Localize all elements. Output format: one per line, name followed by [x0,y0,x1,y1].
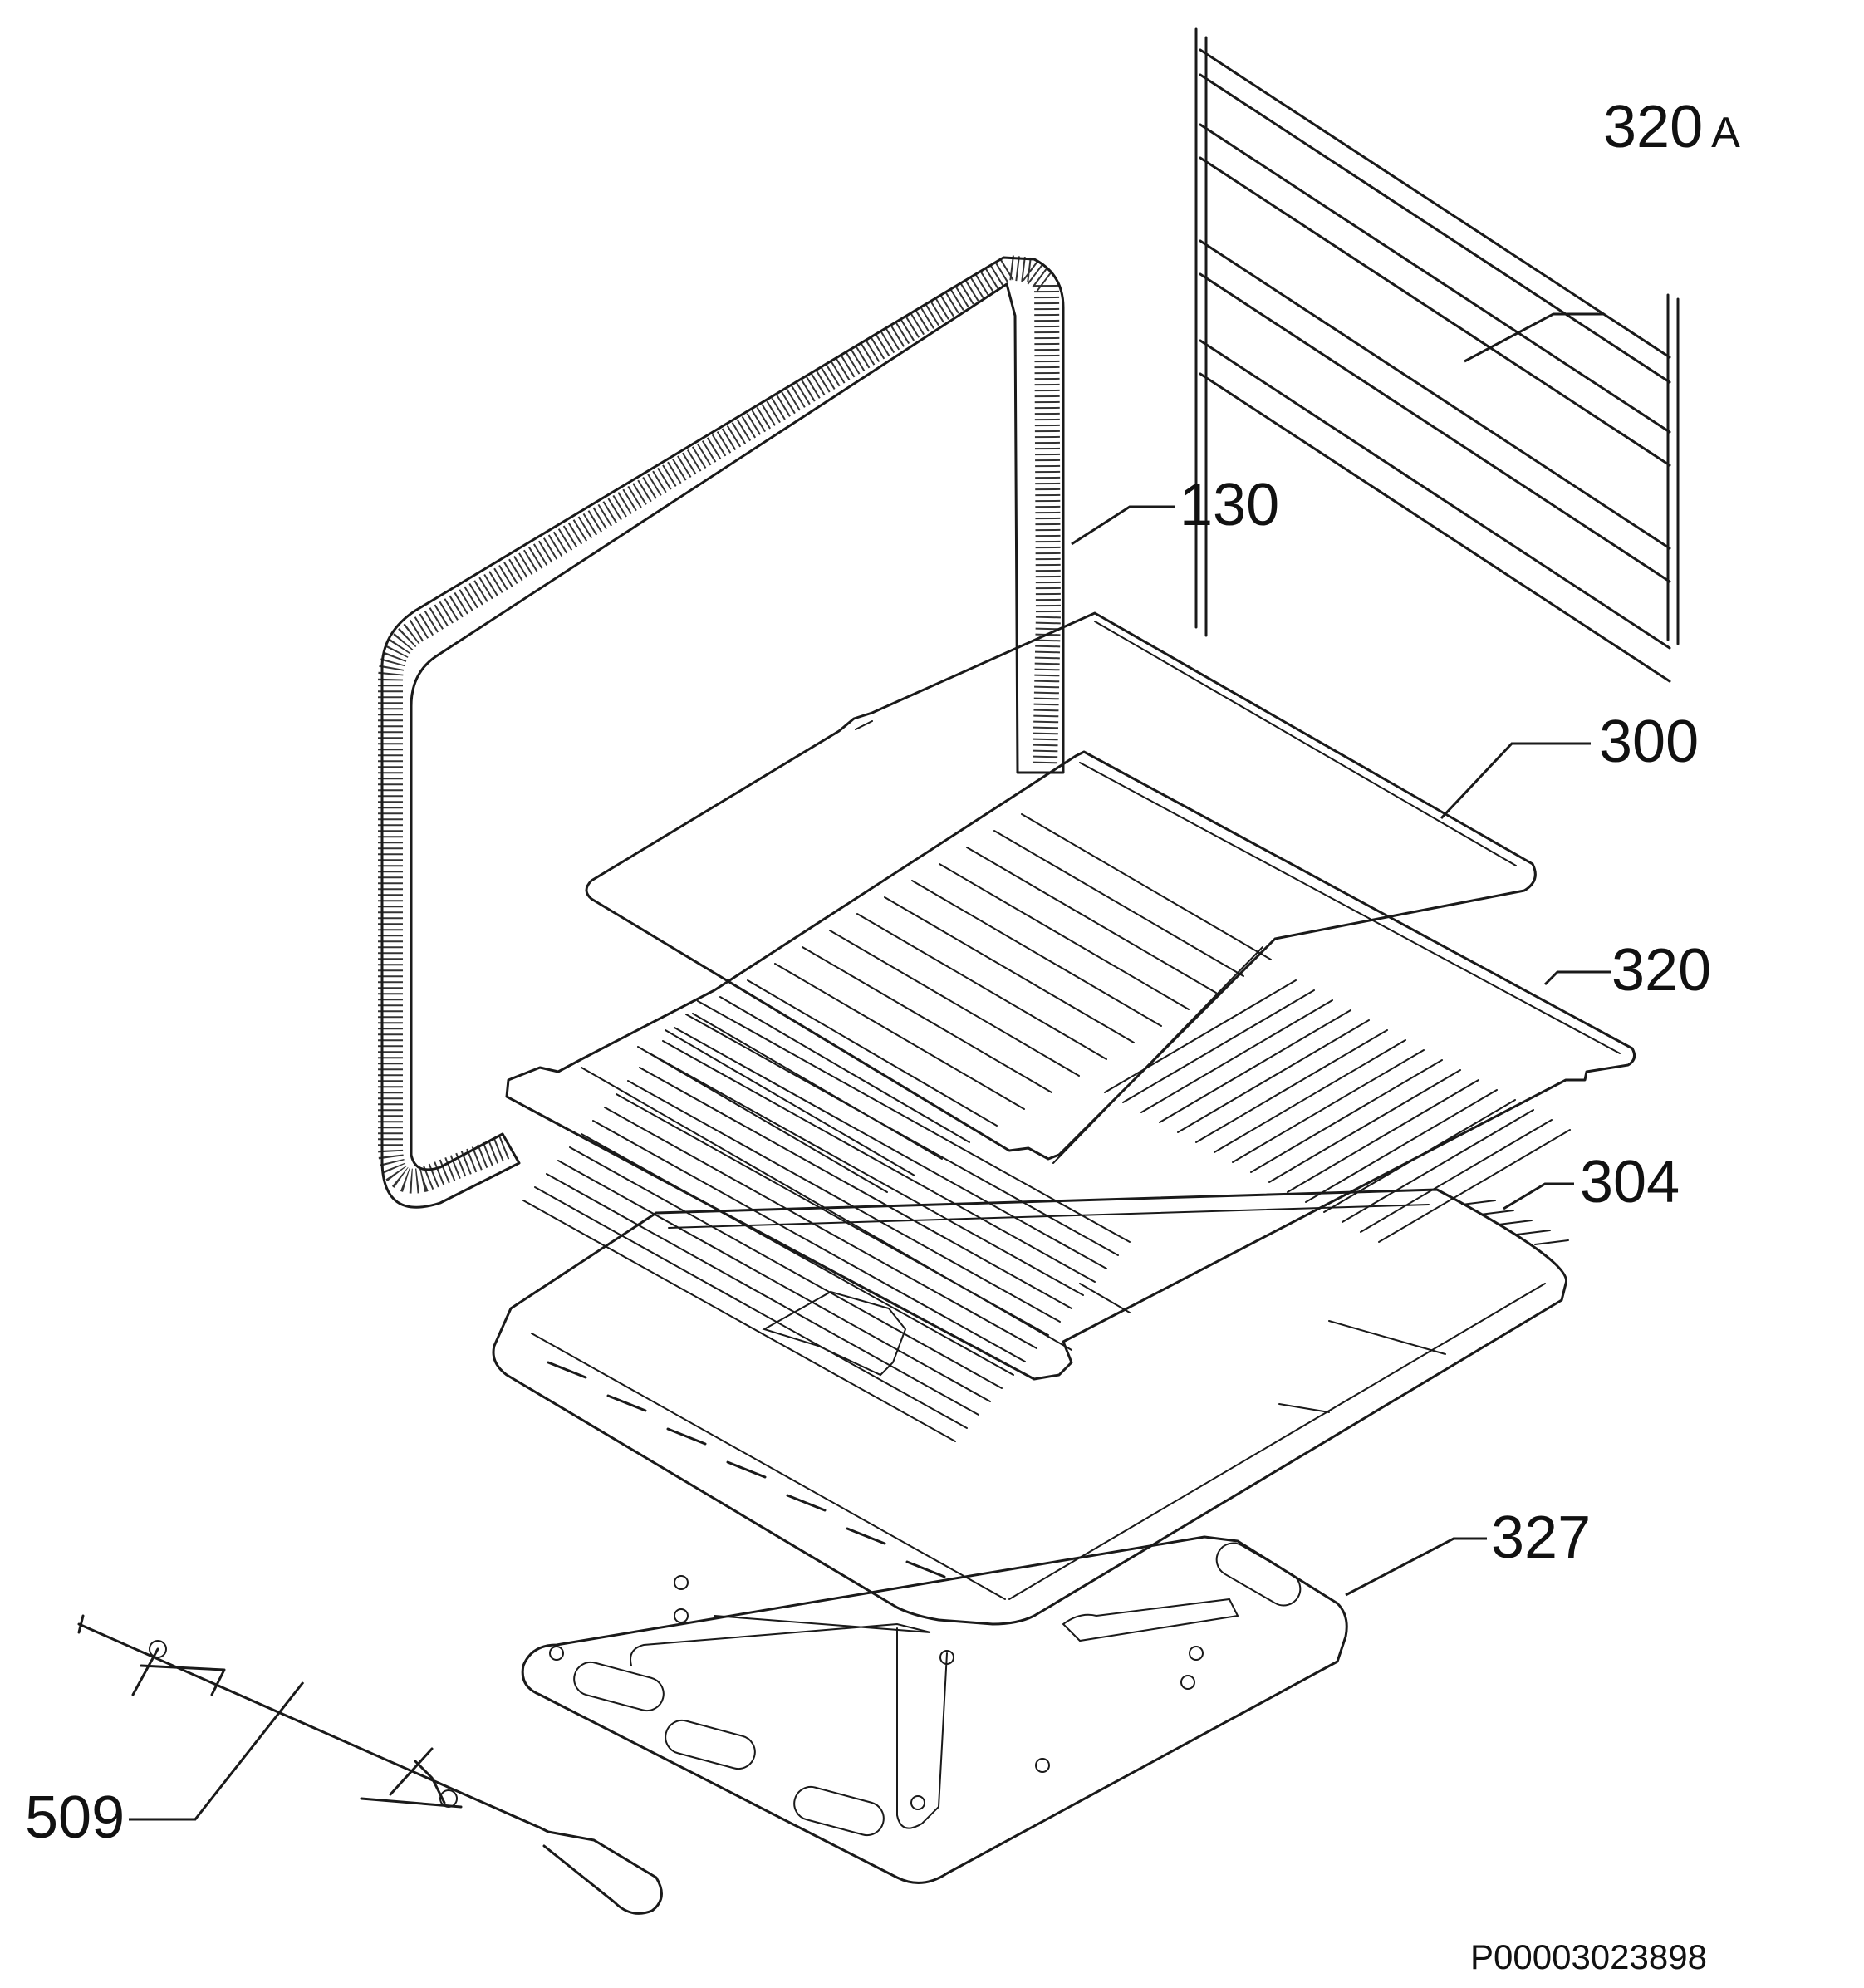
document-id: P00003023898 [1470,1937,1707,1976]
shelf-bar [1268,1069,1461,1183]
baking-tray-304 [492,1188,1569,1626]
shelf-bar [1195,1029,1388,1143]
shelf-bar [569,1146,1003,1389]
shelf-bar [802,946,1052,1093]
shelf-bar [650,1053,1084,1296]
vent-slot [1516,1230,1551,1235]
vent-slot [786,1494,827,1512]
shelf-bar [1159,1009,1351,1123]
rail-wire [1199,156,1671,467]
shelf-bar [1342,1109,1534,1223]
wire-shelf-320 [505,750,1636,1442]
shelf-bar [662,1040,1096,1283]
vent-slot [846,1527,886,1545]
shelf-bar [627,1080,1061,1323]
shelf-bar [966,847,1217,994]
shelf-bar [1323,1099,1516,1213]
rail-wire [1199,372,1671,683]
vent-slot [606,1394,647,1412]
shelf-bar [522,1200,956,1442]
shelf-bar [1104,979,1297,1093]
callout-304: 304 [1580,1149,1680,1215]
shelf-bar [616,1093,1049,1336]
shelf-bar [1378,1129,1571,1243]
rail-wire [1199,272,1671,583]
vent-slot [905,1560,946,1578]
shelf-bar [856,913,1107,1060]
wire-shelf-300 [585,611,1537,1193]
vent-slot [666,1427,707,1446]
shelf-bar [884,896,1135,1043]
leader-lines [129,312,1611,1821]
shelf-bar [639,1067,1072,1309]
shelf-bar [581,1133,1014,1376]
vent-slot [726,1460,767,1479]
vent-slot [1461,1200,1496,1205]
shelf-bar [1140,999,1333,1113]
shelf-bar [939,863,1190,1010]
rotisserie-spit-509 [77,1614,663,1915]
shelf-bar [674,1027,1107,1269]
shelf-bar [1021,813,1272,960]
callout-300: 300 [1599,709,1699,775]
vent-slot [1498,1220,1533,1225]
callout-320: 320 [1611,937,1711,1004]
rail-wire [1199,123,1671,434]
rail-wire [1199,239,1671,550]
callout-509: 509 [25,1784,125,1851]
shelf-bar [534,1186,968,1429]
shelf-bar [1360,1119,1553,1233]
vent-slot [1534,1239,1569,1245]
rail-wire [1199,339,1671,650]
rail-wire [1199,48,1671,359]
shelf-bar [911,880,1162,1027]
callout-130: 130 [1180,472,1279,538]
shelf-bar [1214,1039,1406,1153]
shelf-bar [1232,1049,1425,1163]
door-seal-130 [378,255,1065,1209]
side-rail-320A [1194,27,1680,683]
shelf-bar [592,1120,1026,1362]
shelf-bar [1177,1019,1370,1133]
shelf-bar [747,979,998,1127]
shelf-bar [719,996,970,1143]
shelf-bar [774,963,1025,1110]
shelf-bar [685,1014,1119,1256]
shelf-bar [557,1160,991,1402]
shelf-bar [604,1107,1037,1349]
vent-slot [547,1361,587,1379]
callout-327: 327 [1491,1504,1591,1571]
shelf-bar [1122,989,1315,1103]
shelf-bar [1287,1079,1479,1193]
shelf-bar [665,1029,915,1176]
shelf-bar [829,930,1080,1077]
shelf-bar [993,830,1244,977]
vent-slot [1479,1210,1514,1215]
shelf-bar [1305,1089,1498,1203]
base-plate-327 [521,1535,1348,1884]
rail-wire [1199,73,1671,384]
shelf-bar [637,1046,888,1193]
shelf-bar [1250,1059,1443,1173]
shelf-bar [546,1173,979,1416]
